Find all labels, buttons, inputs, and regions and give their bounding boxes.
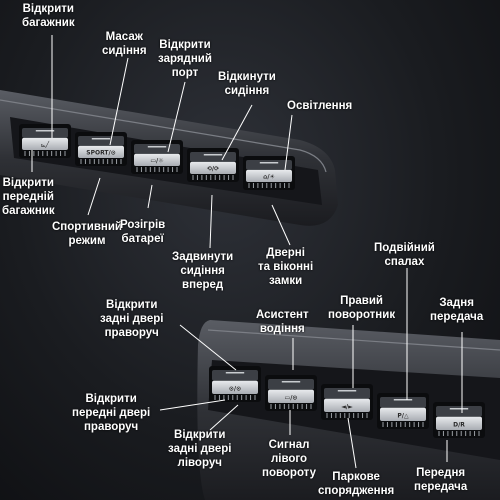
- label-double-flash: Подвійний спалах: [374, 242, 435, 268]
- label-open-rear-right-door: Відкрити задні двері праворуч: [100, 299, 164, 339]
- bottom-switch-5[interactable]: D/R: [433, 402, 485, 438]
- label-reverse-gear: Задня передача: [430, 297, 484, 323]
- label-door-window-locks: Дверні та віконні замки: [258, 247, 314, 287]
- seat-icon: ⟲/⟳: [207, 166, 219, 173]
- label-open-front-trunk: Відкрити передній багажник: [2, 177, 55, 217]
- assist-icon: ▭/⊙: [285, 394, 298, 401]
- battery-icon: ▭/☼: [150, 158, 164, 165]
- label-open-charge-port: Відкрити зарядний порт: [158, 39, 212, 79]
- top-switch-5[interactable]: ⌂/☀: [243, 156, 295, 190]
- label-open-front-right-door: Відкрити передні двері праворуч: [72, 393, 151, 433]
- gear-icon: D/R: [453, 421, 465, 428]
- top-switch-3[interactable]: ▭/☼: [131, 140, 183, 174]
- label-battery-heating: Розігрів батареї: [120, 219, 166, 245]
- trunk-icon: ⌳╱: [41, 141, 50, 149]
- bottom-switch-4[interactable]: P/△: [377, 393, 429, 429]
- bottom-switch-3[interactable]: ◄/►: [321, 384, 373, 420]
- rear-doors-icon: ⊙/⊙: [229, 385, 241, 392]
- parking-hazard-icon: P/△: [397, 412, 409, 419]
- label-recline-seat: Відкинути сидіння: [218, 71, 276, 97]
- top-switch-4[interactable]: ⟲/⟳: [187, 148, 239, 182]
- label-open-rear-left-door: Відкрити задні двері ліворуч: [168, 429, 232, 469]
- label-lighting: Освітлення: [287, 100, 353, 112]
- bottom-switch-1[interactable]: ⊙/⊙: [209, 366, 261, 402]
- label-right-turn-signal: Правий поворотник: [328, 295, 396, 321]
- label-drive-gear: Передня передача: [414, 467, 468, 493]
- top-switch-1[interactable]: ⌳╱: [19, 124, 71, 158]
- label-parking-equipment: Паркове спорядження: [318, 471, 395, 497]
- top-switch-2[interactable]: SPORT/⊙: [75, 132, 127, 166]
- sport-mode-icon: SPORT/⊙: [86, 150, 115, 157]
- label-open-trunk: Відкрити багажник: [22, 3, 75, 29]
- label-seat-massage: Масаж сидіння: [102, 31, 147, 57]
- lock-light-icon: ⌂/☀: [263, 174, 275, 181]
- label-driver-assist: Асистент водіння: [256, 309, 309, 335]
- label-sport-mode: Спортивний режим: [52, 221, 123, 247]
- bottom-switch-2[interactable]: ▭/⊙: [265, 375, 317, 411]
- turn-signal-icon: ◄/►: [341, 403, 353, 410]
- label-slide-seat-forward: Задвинути сидіння вперед: [172, 251, 234, 291]
- label-left-turn-signal: Сигнал лівого повороту: [262, 439, 316, 479]
